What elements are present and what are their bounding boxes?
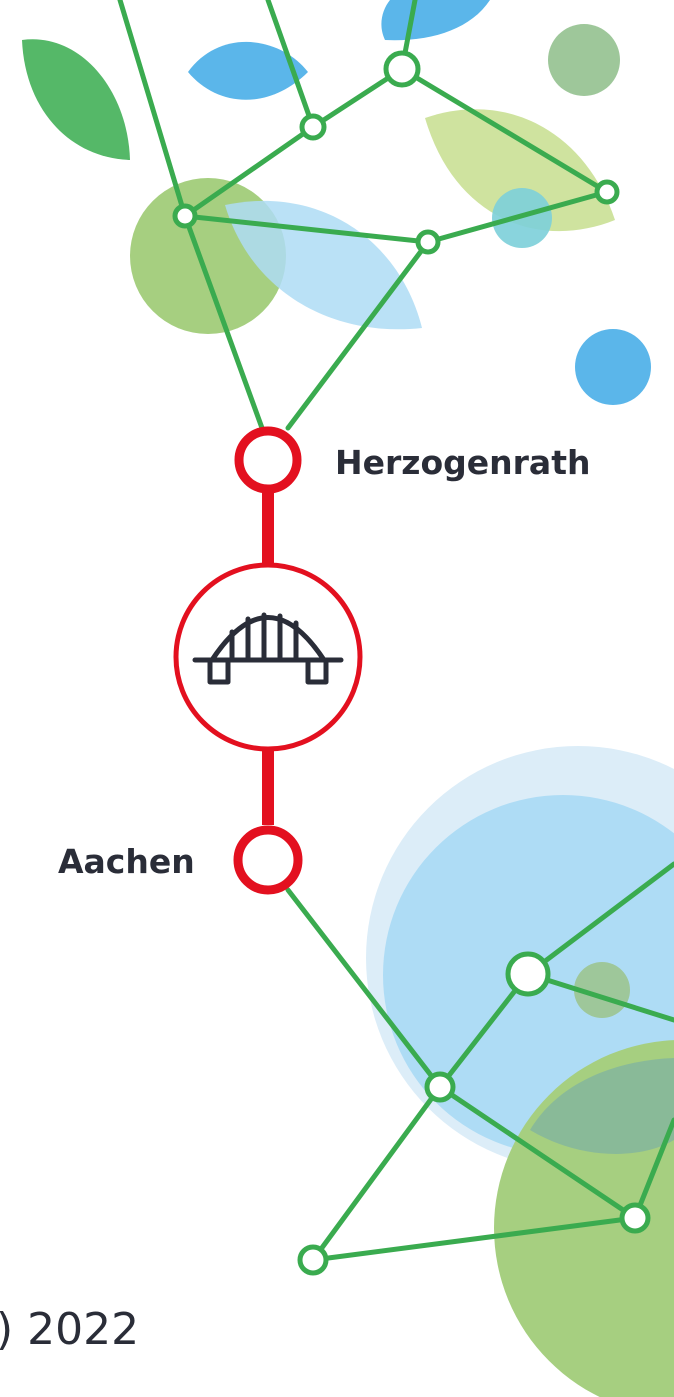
network-nodes <box>172 50 651 1276</box>
route-line <box>173 426 363 895</box>
network-node <box>383 50 421 88</box>
station-marker-aachen <box>233 825 303 895</box>
station-label-herzogenrath: Herzogenrath <box>335 443 591 482</box>
network-lines <box>117 0 674 1263</box>
network-node <box>415 229 441 255</box>
network-node <box>505 951 551 997</box>
sage-dot <box>548 24 620 96</box>
top-decoration <box>22 0 651 405</box>
light-blue-leaf <box>225 200 422 330</box>
bottom-decoration <box>366 746 674 1397</box>
station-label-aachen: Aachen <box>58 842 195 881</box>
network-node <box>297 1244 329 1276</box>
footer-year: ) 2022 <box>0 1304 140 1355</box>
bridge-badge <box>173 562 363 752</box>
network-node <box>299 113 327 141</box>
overlap-region <box>530 1058 674 1154</box>
bridge-icon <box>192 612 344 685</box>
station-marker-herzogenrath <box>234 426 302 494</box>
network-node <box>172 203 198 229</box>
network-node <box>594 179 620 205</box>
network-node <box>619 1202 651 1234</box>
blue-leaf <box>188 41 308 100</box>
green-leaf <box>22 39 130 160</box>
blue-leaf-top <box>381 0 490 41</box>
network-node <box>424 1071 456 1103</box>
blue-dot <box>575 329 651 405</box>
